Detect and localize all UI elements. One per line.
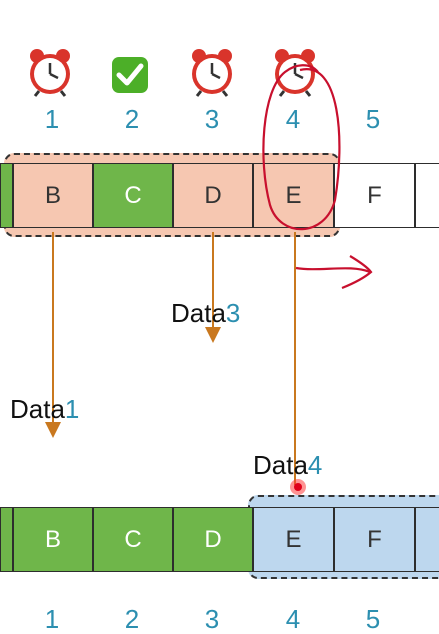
slot-number-1-bottom: 1 [44, 604, 60, 634]
data3-label: Data3 [171, 298, 241, 328]
check-mark-icon [112, 57, 148, 93]
packet-cell-e: E [253, 163, 334, 228]
slot-number-3-bottom: 3 [204, 604, 220, 634]
slot-number-3: 3 [204, 104, 220, 134]
slot-number-5: 5 [365, 104, 381, 134]
packet-cell-next [415, 163, 439, 228]
slot-number-4: 4 [285, 104, 301, 134]
received-cell-next [415, 507, 439, 572]
received-cell-f: F [334, 507, 415, 572]
data4-label: Data4 [253, 450, 323, 480]
packet-cell-c: C [93, 163, 173, 228]
data1-label: Data1 [10, 394, 80, 424]
slot-number-4-bottom: 4 [285, 604, 301, 634]
packet-cell-b: B [13, 163, 93, 228]
received-cell-partial [0, 507, 13, 572]
packet-cell-partial [0, 163, 13, 228]
alarm-clock-icon [192, 49, 232, 97]
red-arrow-annotation [295, 266, 371, 274]
laser-pointer-dot [290, 479, 306, 495]
alarm-clock-icon [30, 49, 70, 97]
received-cell-e: E [253, 507, 334, 572]
alarm-clock-icon [275, 49, 315, 97]
received-cell-c: C [93, 507, 173, 572]
slot-number-2-bottom: 2 [124, 604, 140, 634]
received-cell-b: B [13, 507, 93, 572]
packet-cell-d: D [173, 163, 253, 228]
received-cell-d: D [173, 507, 253, 572]
slot-number-1: 1 [44, 104, 60, 134]
packet-cell-f: F [334, 163, 415, 228]
slot-number-2: 2 [124, 104, 140, 134]
slot-number-5-bottom: 5 [365, 604, 381, 634]
